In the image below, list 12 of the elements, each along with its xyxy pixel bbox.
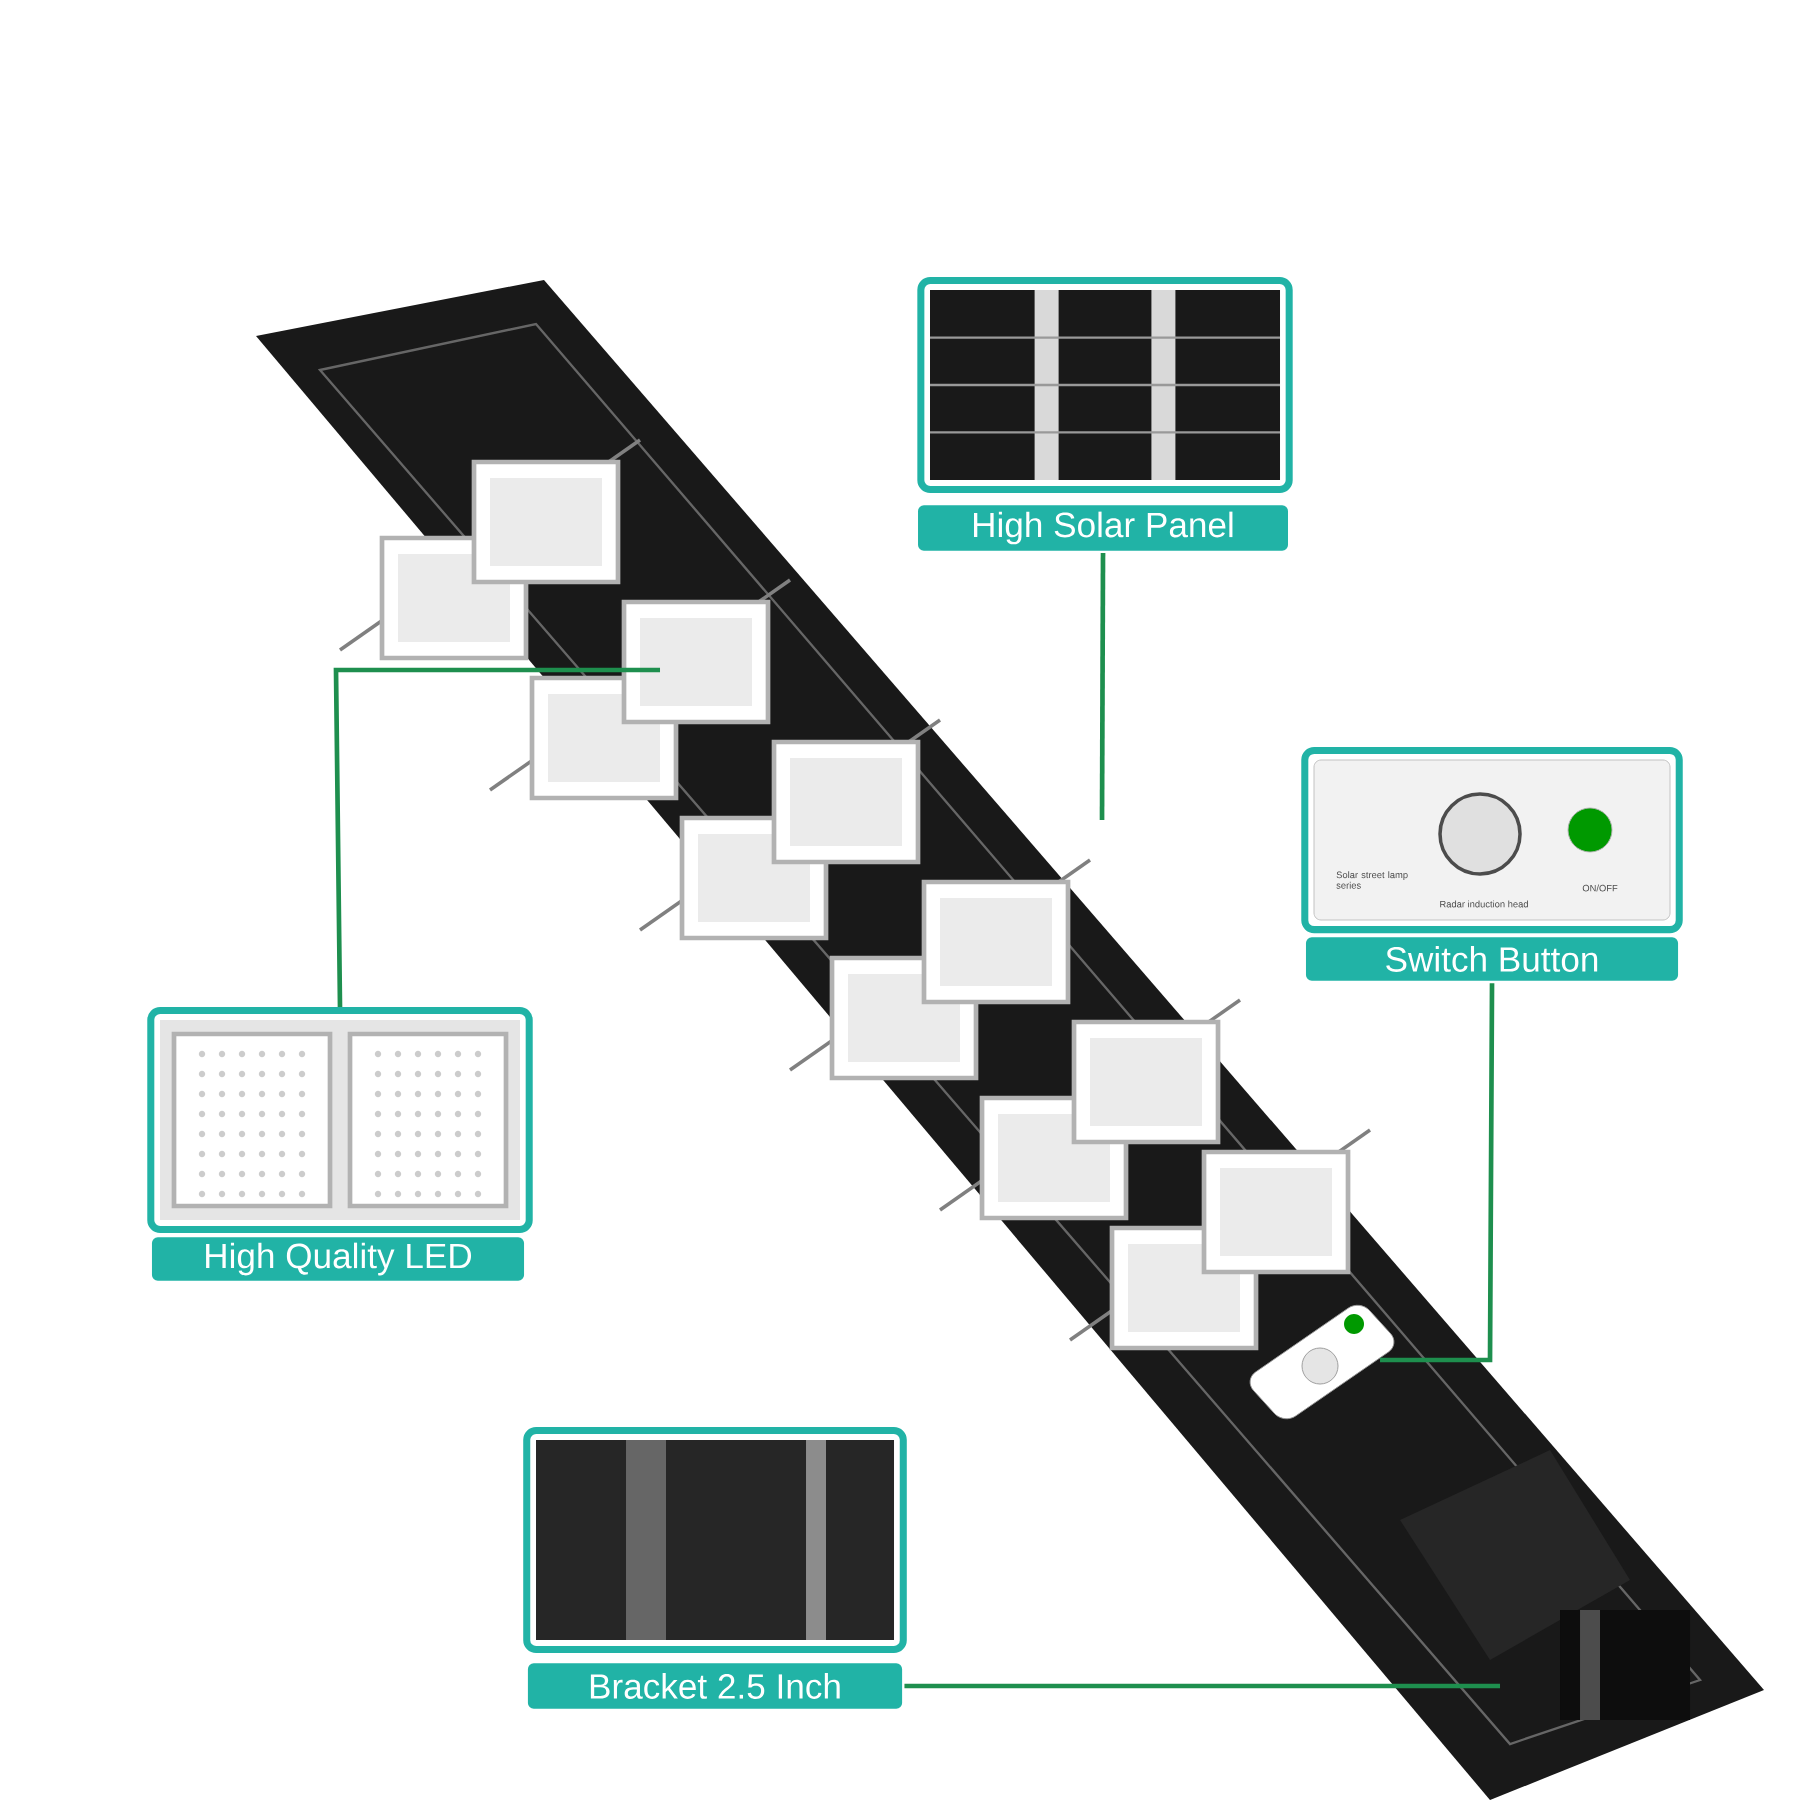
leader-line xyxy=(333,667,660,1007)
solar-panel-picture xyxy=(917,277,1293,494)
caption-label: High Quality LED xyxy=(149,1234,527,1284)
switch-panel-picture xyxy=(1301,746,1683,934)
leader-line xyxy=(904,1683,1500,1689)
caption-label: High Solar Panel xyxy=(915,502,1291,554)
leader-line xyxy=(1380,983,1495,1363)
bracket-picture xyxy=(523,1426,907,1654)
caption-label: Bracket 2.5 Inch xyxy=(525,1660,905,1712)
leader-line xyxy=(1099,553,1106,821)
caption-label: Switch Button xyxy=(1303,934,1681,984)
led-module-picture xyxy=(147,1006,533,1234)
